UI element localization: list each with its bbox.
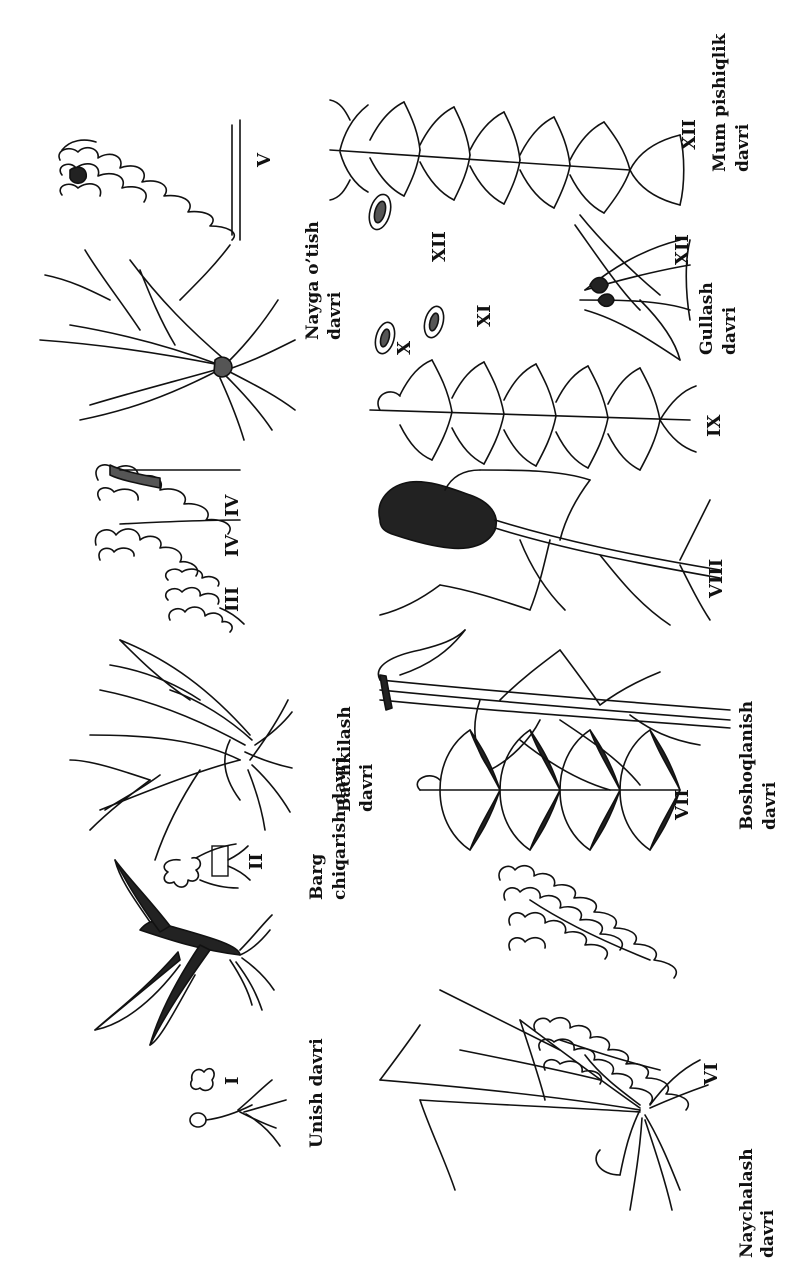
seed-I-drawing	[191, 1069, 214, 1091]
heading-plant-drawing	[378, 630, 730, 790]
spike-VII-drawing	[417, 730, 680, 850]
label-bachkilash-line2: davri	[357, 763, 377, 812]
spike-intermediate-drawing	[499, 866, 676, 978]
numeral-V: V	[254, 152, 275, 168]
label-boshoqlanish-line2: davri	[760, 781, 780, 830]
label-gullash-line2: davri	[720, 306, 740, 355]
label-barg-chiqarish-line1: Barg	[307, 854, 327, 900]
label-nayga-otish-line2: davri	[325, 291, 345, 340]
label-mum-pishiqlik-line2: davri	[733, 123, 753, 172]
numeral-X: X	[394, 341, 415, 355]
spike-VI-drawing	[534, 1018, 688, 1110]
node-II-drawing	[164, 844, 250, 888]
label-naychalash-line1: Naychalash	[737, 1148, 757, 1258]
numeral-III: III	[222, 587, 243, 612]
tillering-plant-drawing	[70, 640, 292, 860]
numeral-VIII: VIII	[706, 559, 727, 599]
grains-X-XI-drawing	[366, 192, 447, 356]
leaf-emergence-plant-drawing	[95, 860, 274, 1045]
booting-plant-drawing	[380, 990, 708, 1210]
numeral-XII-b: XII	[672, 234, 693, 265]
stem-elongation-plant-drawing	[40, 245, 295, 440]
label-unish-davri: Unish davri	[307, 1038, 327, 1148]
label-bachkilash-line1: Bachkilash	[335, 706, 355, 812]
numeral-XII-a: XII	[429, 231, 450, 262]
label-boshoqlanish-line1: Boshoqlanish	[737, 701, 757, 830]
label-naychalash-line2: davri	[758, 1209, 778, 1258]
numeral-VI: VI	[701, 1063, 722, 1086]
numeral-XI: XI	[474, 305, 495, 327]
label-nayga-otish-line1: Nayga o’tish	[303, 221, 323, 340]
numeral-I: I	[222, 1077, 243, 1085]
numeral-IV-b: IV	[222, 494, 243, 517]
numeral-II: II	[246, 853, 267, 870]
spike-IX-drawing	[370, 360, 696, 470]
spike-VIII-drawing	[379, 470, 720, 625]
spike-primordium-V-drawing	[59, 120, 240, 240]
numeral-IX: IX	[704, 415, 725, 437]
mature-spike-XII-drawing	[330, 100, 684, 213]
label-mum-pishiqlik-line1: Mum pishiqlik	[710, 32, 730, 172]
label-gullash-line1: Gullash	[697, 282, 717, 355]
numeral-IV-a: IV	[222, 534, 243, 557]
